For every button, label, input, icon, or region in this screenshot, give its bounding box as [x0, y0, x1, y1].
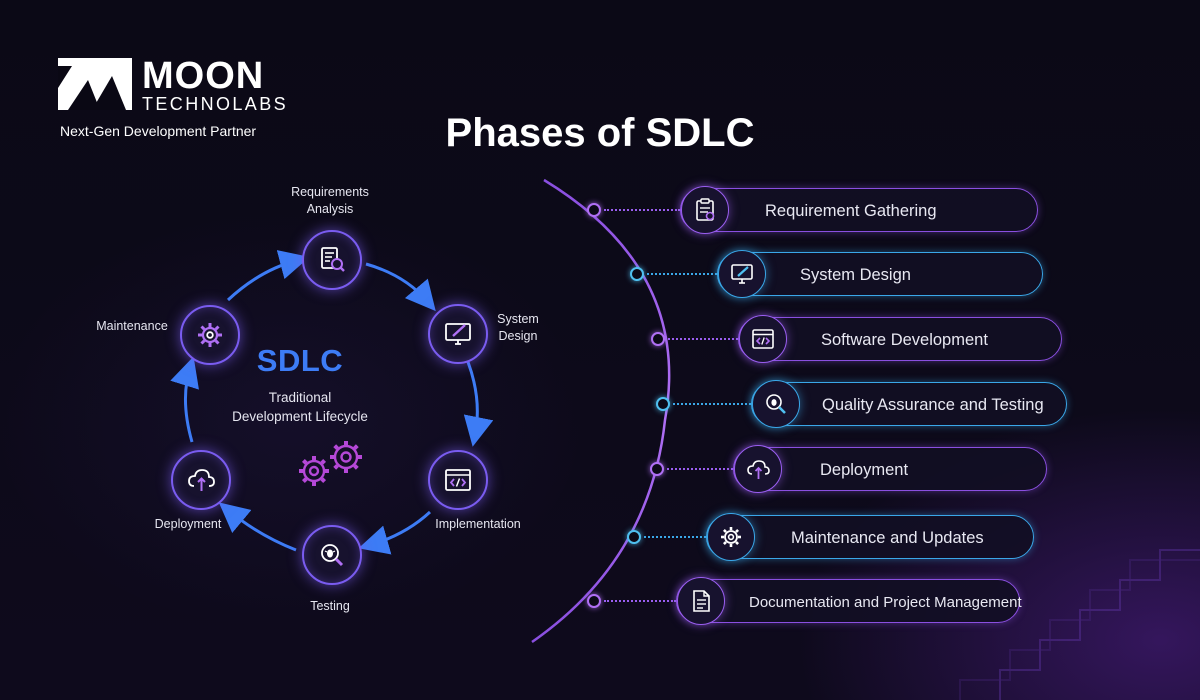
phase-icon: [752, 380, 800, 428]
phase-connector: [673, 403, 751, 407]
bug-search-icon: [766, 394, 786, 414]
phase-dot: [650, 462, 664, 476]
phase-connector: [604, 600, 676, 604]
cycle-label-maintenance: Maintenance: [96, 319, 168, 333]
phase-dot: [630, 267, 644, 281]
phase-dot: [587, 594, 601, 608]
cycle-center-title: SDLC: [256, 343, 344, 378]
code-window-icon: [752, 329, 774, 349]
bug-search-icon: [321, 544, 344, 567]
cycle-node-maintenance: [180, 305, 240, 365]
phase-label: Deployment: [820, 461, 909, 479]
document-icon: [693, 590, 710, 612]
phase-icon: [681, 186, 729, 234]
brand-name: MOON: [142, 55, 265, 97]
stairs-decoration: [959, 549, 1200, 700]
design-monitor-icon: [731, 264, 753, 284]
cycle-node-requirements-analysis: [302, 230, 362, 290]
phase-item-system-design: System Design: [717, 250, 1043, 298]
brand-subname: TECHNOLABS: [142, 94, 289, 114]
phase-icon: [677, 577, 725, 625]
cycle-node-testing: [302, 525, 362, 585]
phase-connector: [668, 338, 738, 342]
phase-connector: [647, 273, 717, 277]
phase-item-deployment: Deployment: [733, 445, 1047, 493]
phase-item-documentation-and-project-management: Documentation and Project Management: [676, 577, 1022, 625]
sdlc-cycle-diagram: Requirements Analysis System Design: [0, 160, 560, 640]
cycle-label-deployment: Deployment: [154, 517, 222, 531]
cycle-node-system-design: [428, 304, 488, 364]
phase-icon: [734, 445, 782, 493]
gear-icon: [721, 527, 741, 547]
phase-label: Quality Assurance and Testing: [822, 396, 1044, 414]
cycle-node-implementation: [428, 450, 488, 510]
phase-item-maintenance-and-updates: Maintenance and Updates: [706, 513, 1034, 561]
phase-icon: [739, 315, 787, 363]
cycle-label-system-design: System Design: [497, 312, 539, 343]
phase-connector: [644, 536, 706, 540]
cycle-arrows: [170, 250, 494, 555]
phases-list: Requirement Gathering System Design: [520, 170, 1200, 650]
phase-item-requirement-gathering: Requirement Gathering: [680, 186, 1038, 234]
cycle-center-subtitle: Traditional Development Lifecycle: [232, 390, 368, 424]
phases-arc: [531, 178, 671, 644]
phase-label: Software Development: [821, 331, 988, 349]
phase-label: Requirement Gathering: [765, 202, 937, 220]
phase-label: System Design: [800, 266, 911, 284]
phase-item-quality-assurance-and-testing: Quality Assurance and Testing: [751, 380, 1067, 428]
clipboard-icon: [696, 198, 715, 221]
phase-icon: [718, 250, 766, 298]
cycle-label-requirements-analysis: Requirements Analysis: [291, 185, 369, 216]
brand-logo: MOON TECHNOLABS Next-Gen Development Par…: [58, 55, 308, 148]
gears-icon: [299, 441, 362, 486]
cloud-upload-icon: [188, 469, 215, 491]
document-search-icon: [321, 247, 345, 272]
phase-dot: [656, 397, 670, 411]
cycle-label-testing: Testing: [310, 599, 350, 613]
phase-dot: [627, 530, 641, 544]
gear-icon: [198, 323, 222, 347]
phase-dot: [651, 332, 665, 346]
phase-item-software-development: Software Development: [738, 315, 1062, 363]
design-monitor-icon: [445, 323, 471, 345]
phase-label: Documentation and Project Management: [749, 594, 1022, 611]
moon-logo-mark: [58, 58, 132, 110]
phase-connector: [667, 468, 733, 472]
cycle-node-deployment: [171, 450, 231, 510]
cloud-upload-icon: [747, 460, 770, 479]
phase-dot: [587, 203, 601, 217]
phase-label: Maintenance and Updates: [791, 529, 984, 547]
brand-tagline: Next-Gen Development Partner: [60, 123, 257, 139]
cycle-label-implementation: Implementation: [435, 517, 521, 531]
phase-connector: [604, 209, 680, 213]
page-title: Phases of SDLC: [445, 111, 755, 155]
phase-icon: [707, 513, 755, 561]
code-window-icon: [445, 469, 471, 491]
